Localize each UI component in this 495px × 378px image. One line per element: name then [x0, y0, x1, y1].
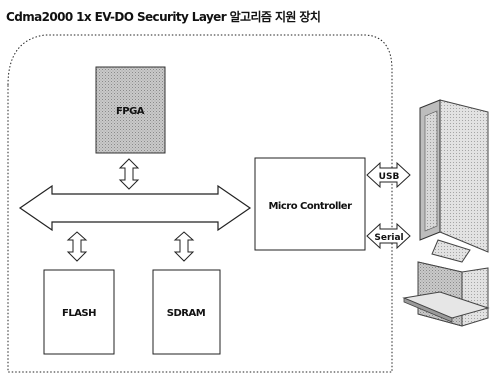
system-bus-arrow — [18, 184, 252, 232]
flash-block: FLASH — [43, 269, 115, 355]
sdram-block: SDRAM — [152, 269, 221, 355]
diagram-title: Cdma2000 1x EV-DO Security Layer 알고리즘 지원… — [6, 9, 320, 24]
serial-link-arrow: Serial — [366, 222, 411, 250]
flash-label: FLASH — [62, 308, 96, 319]
serial-label: Serial — [374, 233, 403, 243]
pc-computer-icon — [402, 99, 490, 327]
fpga-bus-connector — [118, 158, 140, 190]
sdram-bus-connector — [173, 231, 195, 262]
fpga-block: FPGA — [95, 66, 166, 154]
flash-bus-connector — [66, 231, 88, 262]
micro-controller-block: Micro Controller — [254, 157, 366, 251]
usb-label: USB — [379, 172, 400, 182]
micro-controller-label: Micro Controller — [268, 201, 352, 212]
system-boundary — [7, 34, 393, 373]
usb-link-arrow: USB — [366, 161, 411, 189]
fpga-label: FPGA — [116, 106, 145, 117]
sdram-label: SDRAM — [167, 308, 206, 319]
